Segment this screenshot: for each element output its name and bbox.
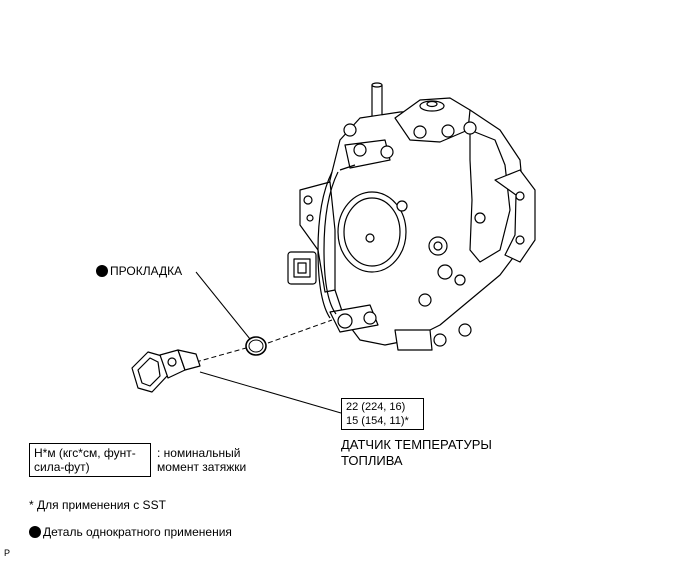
single-use-dot-icon [29,526,41,538]
sst-note: * Для применения с SST [29,498,166,512]
torque-unit-description: : номинальный момент затяжки [157,446,247,474]
torque-value-sst: 15 (154, 11)* [346,415,409,427]
sensor-label: ДАТЧИК ТЕМПЕРАТУРЫ ТОПЛИВА [341,437,492,468]
single-use-dot-icon [96,265,108,277]
fuel-temperature-sensor [131,349,201,393]
gasket-ring [245,336,267,356]
torque-unit-box: Н*м (кгс*см, фунт- сила-фут) [29,443,151,477]
torque-spec-box: 22 (224, 16) 15 (154, 11)* [341,398,424,430]
gasket-label: ПРОКЛАДКА [96,264,182,278]
single-use-note: Деталь однократного применения [29,525,232,539]
page-marker: P [4,548,11,558]
torque-value-standard: 22 (224, 16) [346,401,406,413]
